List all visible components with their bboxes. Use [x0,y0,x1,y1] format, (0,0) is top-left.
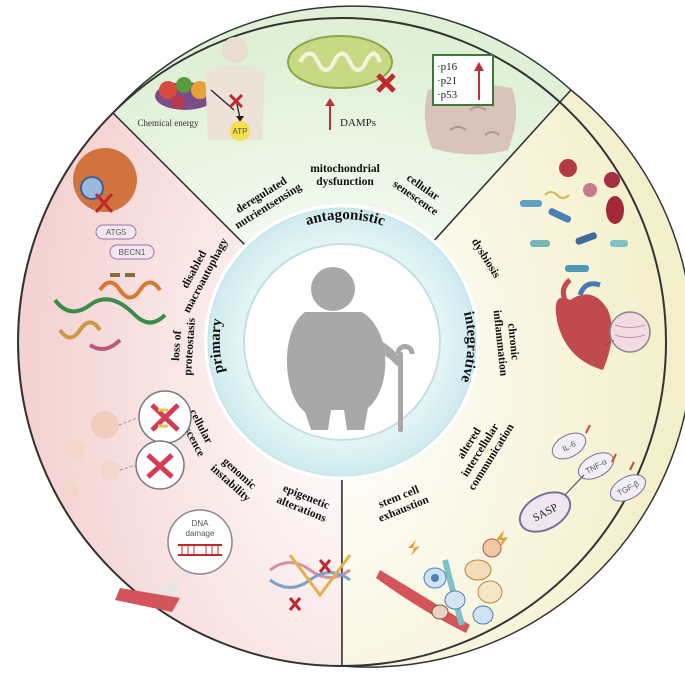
svg-text:ATG5: ATG5 [106,228,127,237]
senescence-markers-box: ·p16 ·p21 ·p53 [424,54,517,155]
misfolded-protein-illustration [53,273,167,351]
autophagy-cell-illustration: ATG5 BECN1 [73,148,155,260]
damage-x-icon [376,73,396,93]
svg-text:·p21: ·p21 [437,75,457,87]
epigenetic-dna-illustration [269,554,352,611]
svg-text:Chemical energy: Chemical energy [137,118,199,128]
svg-text:·p16: ·p16 [437,61,458,73]
label-loss-of-proteostasis: loss of proteostasis [170,317,198,376]
svg-text:chronic: chronic [505,323,521,361]
lightning-icon-2 [496,530,508,548]
sasp-illustration: SASP IL-6 TNF-α TGF-β [518,424,647,533]
svg-text:loss of: loss of [170,330,184,361]
svg-text:DAMPs: DAMPs [340,117,376,129]
block-x-icon [228,93,244,109]
svg-text:BECN1: BECN1 [119,248,146,257]
svg-text:·p53: ·p53 [437,89,458,101]
lightning-icon [408,540,420,556]
svg-text:dysfunction: dysfunction [316,176,374,188]
inhibit-x-icon [94,193,114,213]
label-mitochondrial-dysfunction: mitochondrial dysfunction [310,163,380,188]
svg-text:damage: damage [186,529,215,538]
svg-text:proteostasis: proteostasis [182,317,198,376]
mitochondrion-illustration [287,35,396,93]
integrative-sector [341,88,685,668]
svg-text:DNA: DNA [192,519,210,528]
ring-label-antagonistic: antagonistic [304,207,388,229]
dna-damage-illustration: DNA damage [115,509,233,612]
damps-label-group: DAMPs [325,98,376,130]
elderly-person-icon [286,267,415,432]
stem-cell-illustration [376,530,508,633]
human-torso-illustration: ATP [205,37,265,141]
heart-illustration [555,278,651,370]
svg-text:ATP: ATP [233,127,248,136]
svg-text:mitochondrial: mitochondrial [310,163,380,175]
microbiome-illustration [520,159,628,272]
chemical-energy-illustration: Chemical energy [137,77,215,128]
chromosome-senescence-illustration [61,390,192,499]
ring-label-primary: primary [208,317,228,375]
